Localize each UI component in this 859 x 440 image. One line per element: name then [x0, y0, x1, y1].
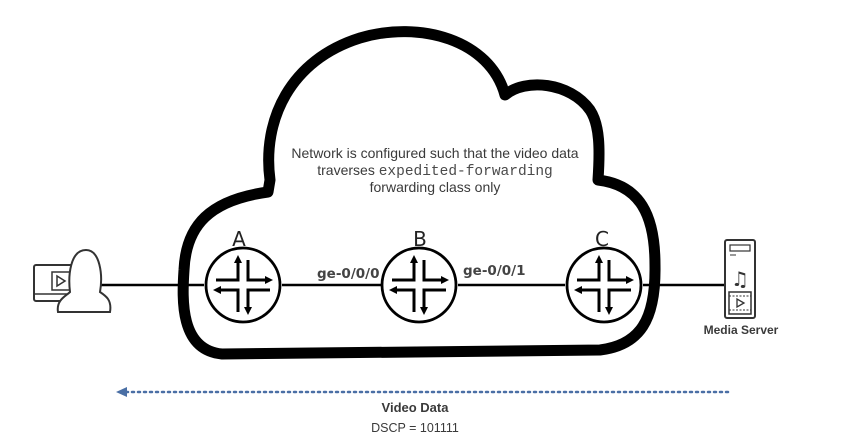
user-video-client-icon — [33, 248, 112, 313]
description-line-2-prefix: traverses — [317, 162, 378, 178]
music-note-icon: ♫ — [731, 267, 749, 291]
arrow-head-icon — [116, 387, 127, 397]
description-line-3: forwarding class only — [370, 179, 501, 195]
router-icon — [565, 246, 643, 324]
media-server-icon: ♫ — [724, 239, 756, 319]
router-icon — [204, 246, 282, 324]
router-a-label: A — [232, 227, 246, 251]
media-server-label: Media Server — [704, 323, 779, 337]
description-line-2: traverses expedited-forwarding — [317, 162, 553, 180]
network-cloud — [177, 26, 661, 360]
dscp-value: DSCP = 101111 — [371, 421, 459, 435]
router-c: C — [565, 227, 643, 324]
router-c-label: C — [595, 227, 609, 251]
router-b-label: B — [413, 227, 427, 251]
video-play-icon — [736, 297, 746, 309]
video-flow-arrow — [116, 387, 732, 397]
interface-label-ge-0-0-0: ge-0/0/0 — [317, 266, 379, 282]
router-icon — [380, 246, 458, 324]
router-b: B — [380, 227, 458, 324]
forwarding-class-code: expedited-forwarding — [379, 164, 553, 180]
description-line-1: Network is configured such that the vide… — [291, 145, 578, 161]
interface-label-ge-0-0-1: ge-0/0/1 — [463, 263, 525, 279]
router-a: A — [204, 227, 282, 324]
flow-title: Video Data — [382, 400, 450, 415]
